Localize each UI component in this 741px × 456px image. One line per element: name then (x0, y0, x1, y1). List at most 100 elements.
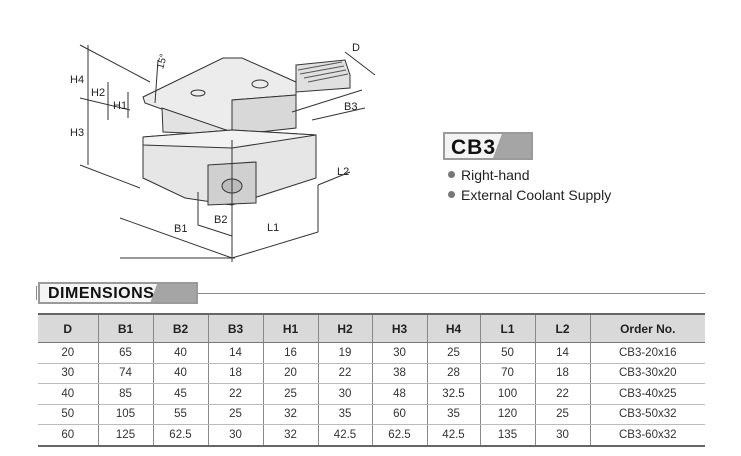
table-cell: 40 (152, 363, 208, 384)
table-cell: 30 (207, 424, 263, 447)
label-H3: H3 (70, 127, 85, 139)
column-header: L1 (479, 313, 535, 343)
table-cell: 22 (317, 363, 372, 384)
table-cell: CB3-50x32 (589, 404, 705, 425)
column-header: Order No. (589, 313, 705, 343)
tool-holder-side-face (231, 94, 297, 136)
feature-text: Right-hand (461, 167, 530, 183)
label-H2: H2 (91, 87, 106, 99)
label-D: D (352, 42, 360, 54)
table-cell: 25 (426, 342, 480, 364)
column-header: H3 (371, 313, 427, 343)
table-cell: 42.5 (317, 424, 372, 447)
shank-serrations (297, 61, 349, 83)
product-code: CB3 (451, 136, 497, 159)
product-code-badge: CB3 (443, 132, 533, 160)
table-cell: 55 (152, 404, 208, 425)
table-cell: 125 (97, 424, 153, 447)
table-cell: 105 (97, 404, 153, 425)
table-cell: 100 (479, 383, 535, 405)
table-cell: CB3-60x32 (589, 424, 705, 447)
table-cell: 42.5 (426, 424, 480, 447)
table-cell: 25 (534, 404, 590, 425)
screw-hole (190, 89, 206, 97)
column-header: H1 (262, 313, 318, 343)
shank (295, 59, 351, 93)
table-cell: 32.5 (426, 383, 480, 405)
label-H1: H1 (113, 100, 128, 112)
table-cell: 50 (38, 404, 98, 425)
table-cell: 85 (97, 383, 153, 405)
table-cell: 38 (371, 363, 427, 384)
table-cell: 40 (152, 342, 208, 364)
label-H4: H4 (70, 74, 85, 86)
table-cell: 20 (262, 363, 318, 384)
table-cell: 14 (207, 342, 263, 364)
table-cell: 30 (371, 342, 427, 364)
divider (36, 286, 37, 300)
table-cell: 30 (534, 424, 590, 447)
table-cell: 74 (97, 363, 153, 384)
table-cell: 14 (534, 342, 590, 364)
table-cell: 22 (534, 383, 590, 405)
feature-item: External Coolant Supply (448, 187, 611, 203)
table-cell: 48 (371, 383, 427, 405)
table-cell: 22 (207, 383, 263, 405)
table-cell: 16 (262, 342, 318, 364)
column-header: D (38, 313, 98, 343)
label-L2: L2 (337, 166, 350, 178)
column-header: B1 (97, 313, 153, 343)
label-L1: L1 (267, 222, 280, 234)
table-cell: 45 (152, 383, 208, 405)
column-header: B3 (207, 313, 263, 343)
table-cell: 32 (262, 424, 318, 447)
bullet-icon (448, 171, 455, 178)
table-cell: 40 (38, 383, 98, 405)
column-header: H4 (426, 313, 480, 343)
table-cell: 60 (38, 424, 98, 447)
table-cell: 19 (317, 342, 372, 364)
feature-item: Right-hand (448, 167, 530, 183)
table-cell: 35 (426, 404, 480, 425)
table-cell: 50 (479, 342, 535, 364)
column-header: B2 (152, 313, 208, 343)
table-cell: 35 (317, 404, 372, 425)
table-cell: 25 (207, 404, 263, 425)
table-cell: 30 (317, 383, 372, 405)
table-cell: 30 (38, 363, 98, 384)
label-B3: B3 (344, 101, 358, 113)
table-cell: 28 (426, 363, 480, 384)
table-cell: 62.5 (371, 424, 427, 447)
dimension-lines (79, 44, 376, 262)
table-cell: 70 (479, 363, 535, 384)
dimensions-title: DIMENSIONS (48, 285, 155, 302)
table-cell: 20 (38, 342, 98, 364)
table-cell: 60 (371, 404, 427, 425)
table-cell: 65 (97, 342, 153, 364)
divider (198, 293, 705, 294)
tool-holder-body-top (142, 129, 317, 149)
dimensions-heading: DIMENSIONS (38, 282, 198, 304)
bullet-icon (448, 191, 455, 198)
column-header: H2 (317, 313, 372, 343)
table-cell: 62.5 (152, 424, 208, 447)
screw-hole (251, 79, 269, 89)
table-cell: 18 (207, 363, 263, 384)
column-header: L2 (534, 313, 590, 343)
table-cell: 135 (479, 424, 535, 447)
table-cell: 120 (479, 404, 535, 425)
table-cell: CB3-30x20 (589, 363, 705, 384)
table-cell: 18 (534, 363, 590, 384)
feature-text: External Coolant Supply (461, 187, 612, 203)
label-B2: B2 (214, 214, 228, 226)
table-cell: CB3-40x25 (589, 383, 705, 405)
table-cell: 25 (262, 383, 318, 405)
